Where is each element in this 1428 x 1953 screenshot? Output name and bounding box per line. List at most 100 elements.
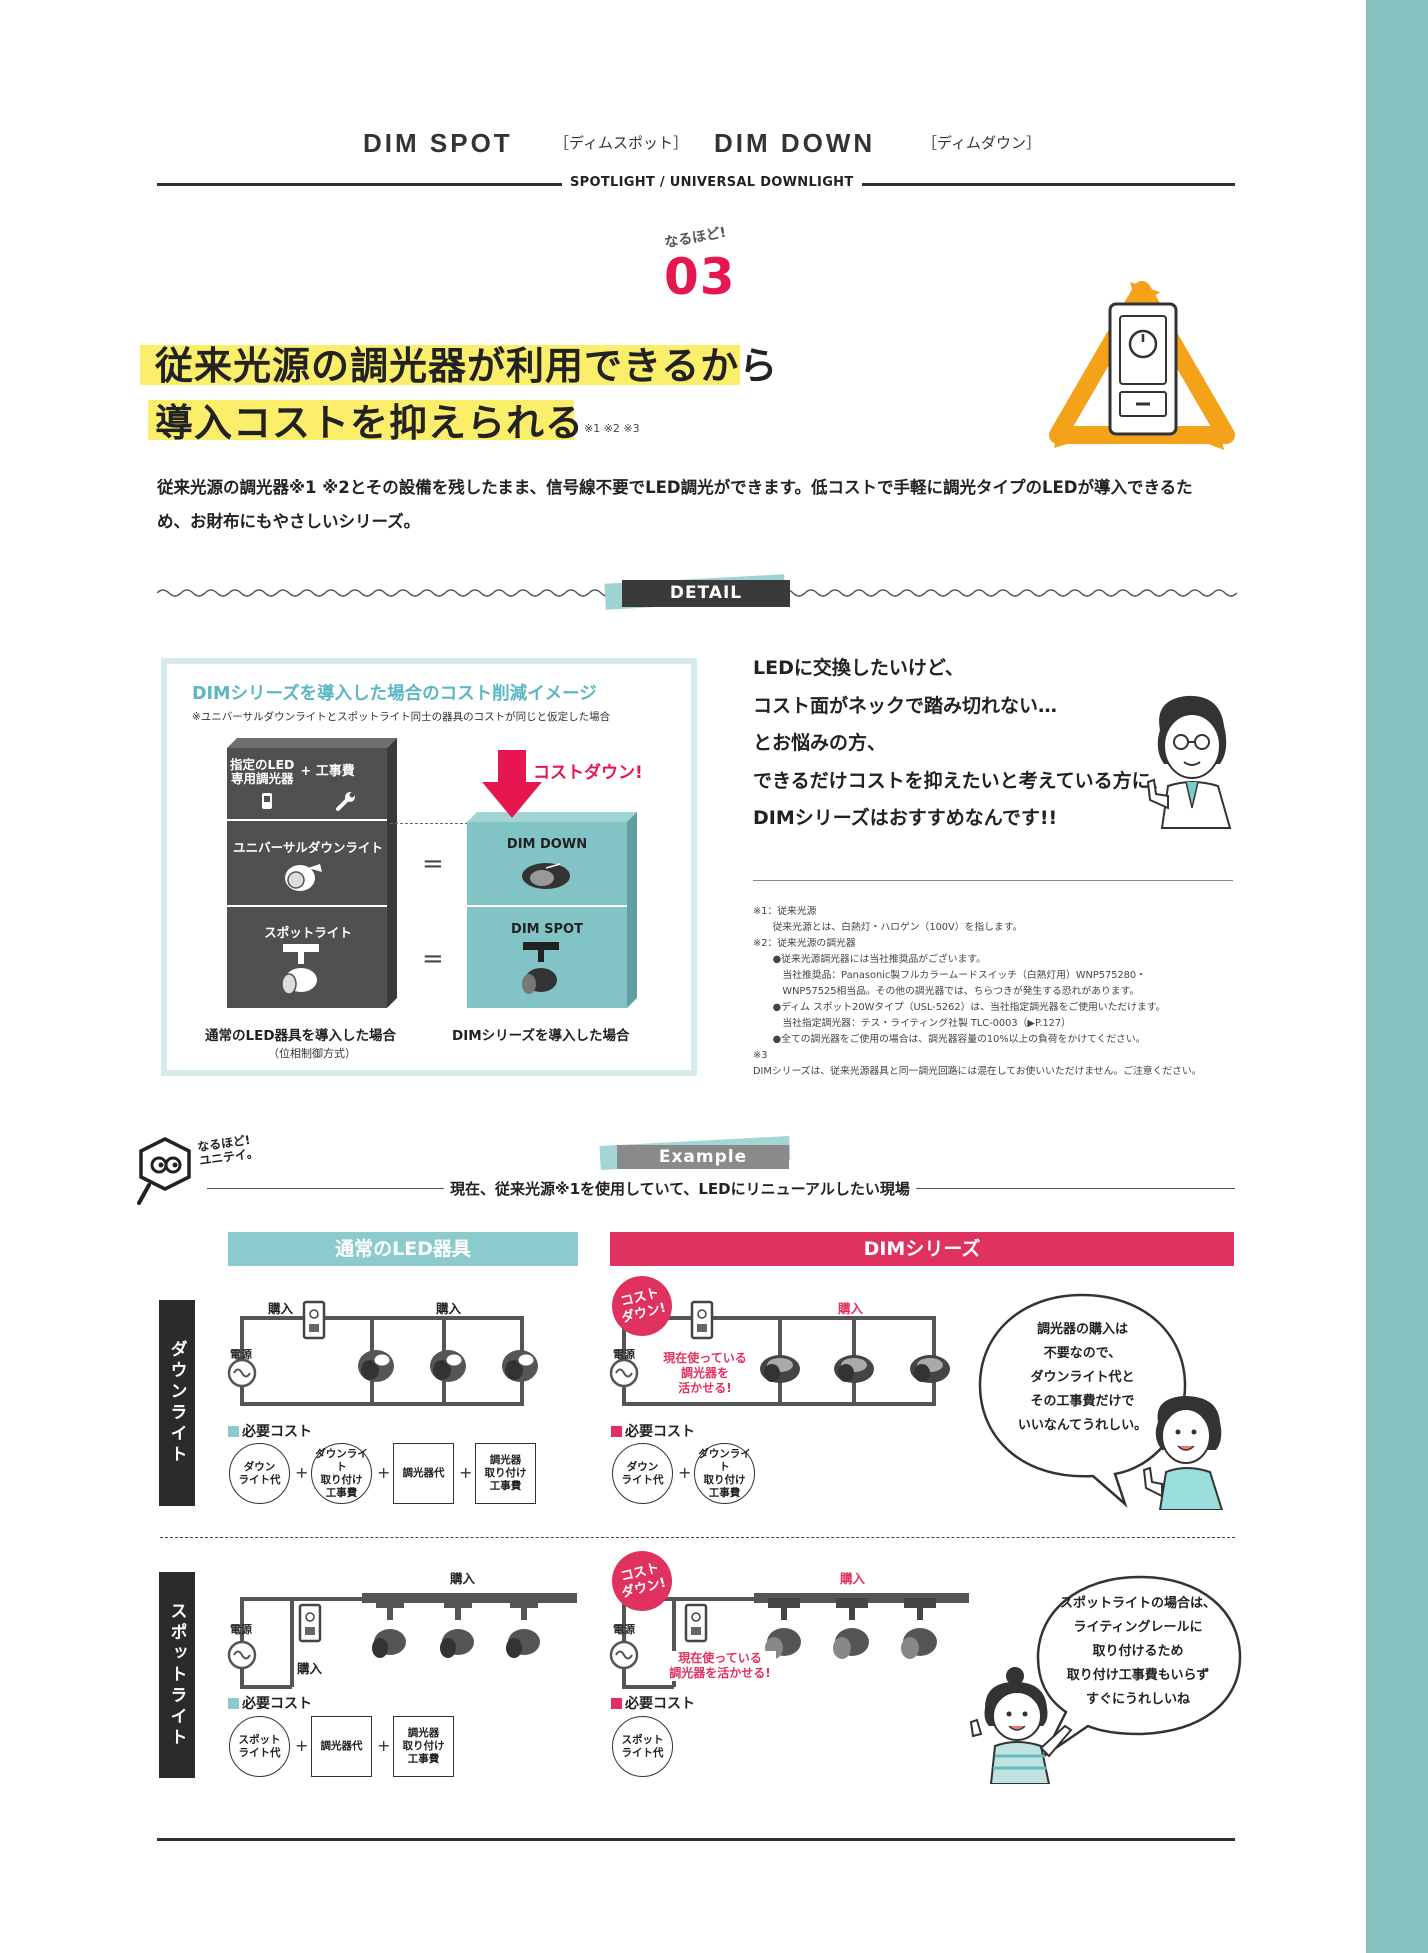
cost-item-text: ダウン: [626, 1460, 659, 1473]
need-cost-label: 必要コスト: [228, 1693, 312, 1713]
bubble-2-text: スポットライトの場合は、 ライティングレールに 取り付けるため 取り付け工事費も…: [1040, 1592, 1236, 1712]
bubble-line: その工事費だけで: [1030, 1394, 1135, 1409]
spotlight-fixtures-dim: [765, 1598, 937, 1659]
cost-box-title: DIMシリーズを導入した場合のコスト削減イメージ: [192, 684, 597, 704]
series-kana-dim-spot: ［ディムスポット］: [554, 134, 688, 152]
block-universal-downlight: ユニバーサルダウンライト: [233, 840, 383, 855]
cost-item-text: ダウンライト: [698, 1447, 751, 1473]
footnote-line: ●ディム スポット20Wタイプ（USL-5262）は、当社指定調光器をご使用いた…: [753, 1002, 1166, 1013]
footnote-line: 当社推奨品：Panasonic製フルカラームードスイッチ（白熱灯用）WNP575…: [753, 970, 1146, 981]
cost-item-text: 工事費: [708, 1486, 741, 1499]
cost-item-text: 取り付け: [402, 1740, 445, 1752]
example-label: Example: [617, 1145, 789, 1169]
unity-label: なるほど! ユニテイ。: [196, 1132, 259, 1168]
plus-sign: +: [377, 1736, 391, 1755]
cost-down-arrow-icon: [482, 750, 542, 818]
power-label: 電源: [613, 1623, 635, 1636]
buy-label-dimmer: 購入: [268, 1301, 294, 1316]
power-label: 電源: [230, 1623, 252, 1636]
need-cost-marker: [228, 1698, 239, 1709]
bubble-line: 取り付け工事費もいらず: [1066, 1668, 1210, 1683]
footnote-line: ●従来光源調光器には当社推奨品がございます。: [753, 954, 986, 965]
footnote-line: 従来光源とは、白熱灯・ハロゲン（100V）を指します。: [753, 922, 1023, 933]
cost-item-downlight-install: ダウンライト取り付け工事費: [311, 1443, 372, 1504]
series-name-dim-down: DIM DOWN: [714, 128, 876, 158]
speech-line: とお悩みの方、: [753, 732, 887, 754]
cost-item-downlight: ダウンライト代: [229, 1443, 290, 1504]
cost-item-text: スポット: [621, 1733, 664, 1746]
series-name-dim-spot: DIM SPOT: [363, 128, 513, 158]
speech-text: LEDに交換したいけど、 コスト面がネックで踏み切れない… とお悩みの方、 でき…: [753, 650, 1183, 838]
need-cost-label: 必要コスト: [611, 1421, 695, 1441]
speech-line: できるだけコストを抑えたいと考えている方に、: [753, 769, 1170, 792]
bubble-line: 取り付けるため: [1092, 1644, 1184, 1659]
detail-label: DETAIL: [622, 580, 790, 607]
bubble-line: ライティングレールに: [1073, 1620, 1203, 1635]
girl-waving-illustration: [969, 1667, 1073, 1784]
speech-line: コスト面がネックで踏み切れない…: [753, 694, 1058, 717]
header-subtitle: SPOTLIGHT / UNIVERSAL DOWNLIGHT: [562, 175, 862, 190]
headline-line-2: 導入コストを抑えられる: [155, 401, 585, 445]
dimmer-recycle-icon: [1049, 281, 1235, 450]
cost-item-downlight-install: ダウンライト取り付け工事費: [694, 1443, 755, 1504]
need-cost-marker: [611, 1426, 622, 1437]
row-label-downlight: ダウンライト: [159, 1300, 195, 1506]
spotlight-fixtures-normal: [372, 1598, 540, 1658]
block-dimmer-construction: 指定のLED 専用調光器 + 工事費: [230, 758, 386, 786]
reuse-note-line: 現在使っている: [663, 1351, 747, 1365]
cost-item-text: ライト代: [238, 1473, 281, 1486]
need-cost-text: 必要コスト: [242, 1424, 312, 1440]
row-separator: [160, 1537, 1235, 1538]
series-kana-dim-down: ［ディムダウン］: [922, 134, 1041, 152]
power-label: 電源: [613, 1348, 635, 1361]
bubble-line: いいなんてうれしい。: [1017, 1418, 1148, 1433]
intro-text: 従来光源の調光器※1 ※2とその設備を残したまま、信号線不要でLED調光ができま…: [157, 471, 1243, 539]
footnote-line: DIMシリーズは、従来光源器具と同一調光回路には混在してお使いいただけません。ご…: [753, 1066, 1202, 1077]
wrench-icon: [336, 792, 355, 811]
reuse-note-line: 現在使っている: [678, 1651, 762, 1665]
headline-notes: ※1 ※2 ※3: [584, 422, 640, 435]
dim-down-label: DIM DOWN: [506, 837, 588, 852]
bubble-line: すぐにうれしいね: [1085, 1692, 1190, 1707]
dim-down-fixture-icon: [522, 863, 570, 889]
reuse-note-line: 活かせる!: [678, 1381, 732, 1395]
buy-label-dimmer: 購入: [297, 1661, 323, 1676]
buy-label-fixtures: 購入: [436, 1301, 462, 1316]
side-color-strip: [1366, 0, 1428, 1953]
footnote-line: WNP57525相当品。その他の調光器では、ちらつきが発生する恐れがあります。: [753, 986, 1140, 997]
left-caption-sub: （位相制御方式）: [268, 1047, 356, 1060]
intro-line-2: め、お財布にもやさしいシリーズ。: [157, 512, 421, 531]
cost-item-text: ダウンライト: [315, 1447, 368, 1473]
bubble-line: スポットライトの場合は、: [1059, 1596, 1216, 1611]
cost-item-text: 工事費: [325, 1486, 358, 1499]
downlight-fixtures-dim: [760, 1355, 950, 1383]
dimmer-switch-icon: [262, 793, 272, 809]
need-cost-marker: [228, 1426, 239, 1437]
footnote-line: ※1：従来光源: [753, 906, 817, 917]
headline-highlight-2: [148, 400, 574, 440]
left-caption: 通常のLED器具を導入した場合: [205, 1028, 397, 1044]
footnote-line: ※3: [753, 1050, 768, 1061]
need-cost-text: 必要コスト: [242, 1696, 312, 1712]
cost-item-text: スポット: [238, 1733, 281, 1746]
cost-down-label: コストダウン!: [533, 763, 643, 783]
man-thumbs-up-illustration: [1142, 1396, 1224, 1510]
cost-item-text: 工事費: [407, 1753, 440, 1765]
bubble-1-text: 調光器の購入は 不要なので、 ダウンライト代と その工事費だけで いいなんてうれ…: [980, 1318, 1185, 1438]
speech-rule: [753, 880, 1233, 881]
bubble-line: 不要なので、: [1043, 1346, 1122, 1361]
reuse-dimmer-note: 現在使っている 調光器を活かせる!: [664, 1651, 776, 1681]
spotlight-icon: [281, 944, 319, 995]
cost-item-dimmer-install: 調光器取り付け工事費: [393, 1716, 454, 1777]
cost-item-spotlight: スポットライト代: [229, 1716, 290, 1777]
cost-item-text: ダウン: [243, 1460, 276, 1473]
cost-item-text: 工事費: [489, 1480, 522, 1492]
cost-box-subtitle: ※ユニバーサルダウンライトとスポットライト同士の器具のコストが同じと仮定した場合: [192, 711, 611, 723]
need-cost-label: 必要コスト: [228, 1421, 312, 1441]
equals-sign-1: =: [422, 849, 444, 879]
example-subtitle: 現在、従来光源※1を使用していて、LEDにリニューアルしたい現場: [444, 1178, 916, 1199]
headline-line-1: 従来光源の調光器が利用できるから: [155, 335, 778, 390]
speech-line: LEDに交換したいけど、: [753, 657, 964, 679]
power-label: 電源: [230, 1348, 252, 1361]
cost-item-dimmer-install: 調光器取り付け工事費: [475, 1443, 536, 1504]
